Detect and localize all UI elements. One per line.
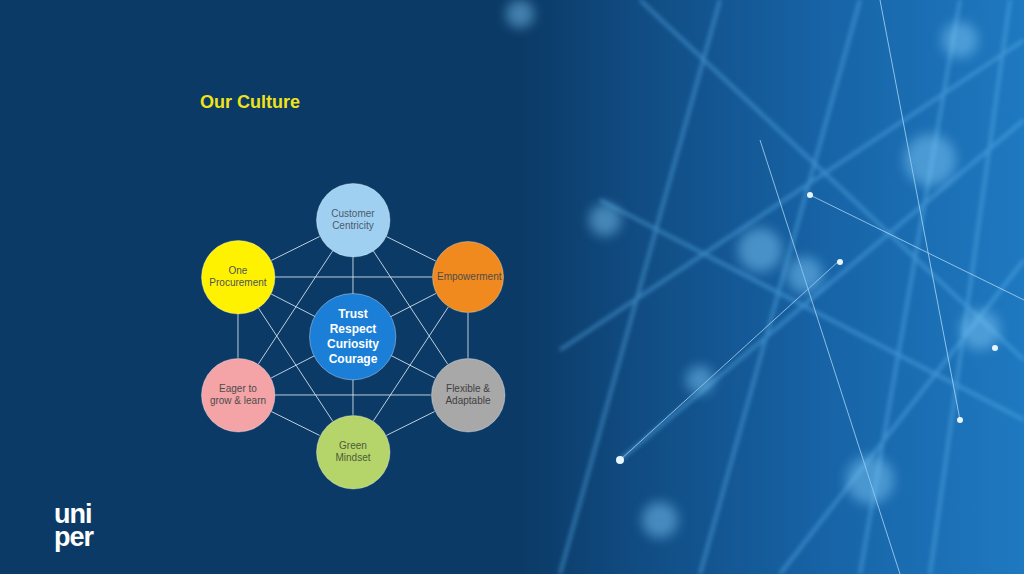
- value-label: One Procurement: [207, 265, 269, 289]
- value-circle: One Procurement: [201, 240, 275, 314]
- bright-fibres: [620, 0, 1024, 574]
- company-logo: uni per: [54, 503, 93, 549]
- light-dots: [506, 0, 1000, 538]
- circle-fill: [316, 183, 389, 256]
- connector-line: [271, 412, 319, 436]
- circle-fill: [431, 358, 504, 431]
- value-circle: Empowerment: [432, 241, 504, 313]
- value-label: Green Mindset: [322, 440, 384, 464]
- connector-line: [275, 276, 432, 277]
- value-circle: Customer Centricity: [316, 183, 390, 257]
- value-circle: Flexible & Adaptable: [431, 358, 505, 432]
- value-label: Flexible & Adaptable: [437, 383, 499, 407]
- connector-line: [275, 394, 431, 395]
- value-label: Eager to grow & learn: [207, 383, 269, 407]
- connector-line: [386, 237, 435, 261]
- spark-dots: [616, 192, 998, 464]
- fibre-lines: [560, 0, 1024, 574]
- circle-fill: [433, 242, 504, 313]
- circle-fill: [310, 294, 396, 380]
- circle-fill: [201, 240, 274, 313]
- connector-line: [467, 313, 468, 358]
- photo-ground: [520, 0, 1024, 574]
- connector-line: [271, 237, 319, 261]
- circle-fill: [316, 415, 389, 488]
- value-circle: Eager to grow & learn: [201, 358, 275, 432]
- circle-fill: [201, 358, 274, 431]
- connector-line: [237, 314, 238, 358]
- core-values-circle: Trust Respect Curiosity Courage: [309, 293, 396, 380]
- value-circle: Green Mindset: [316, 415, 390, 489]
- connector-line: [386, 412, 434, 436]
- slide-title: Our Culture: [200, 92, 300, 113]
- value-label: Empowerment: [437, 271, 499, 283]
- value-label: Customer Centricity: [322, 208, 384, 232]
- core-values-text: Trust Respect Curiosity Courage: [327, 307, 379, 367]
